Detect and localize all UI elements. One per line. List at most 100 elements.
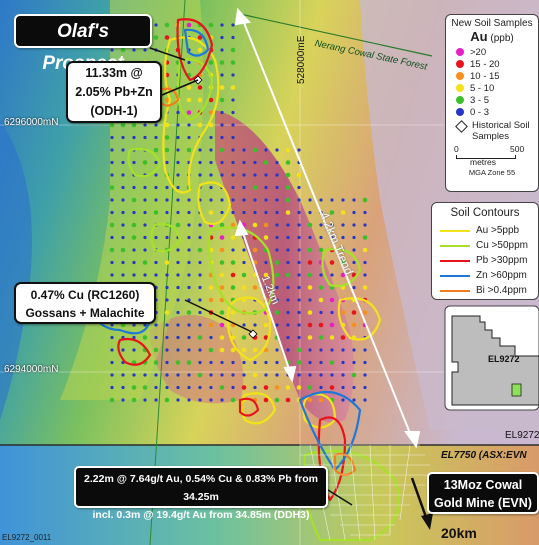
soil-sample-point	[242, 160, 246, 165]
soil-sample-point	[154, 198, 158, 202]
soil-sample-point	[176, 248, 180, 252]
soil-samples	[109, 22, 368, 403]
soil-sample-point	[109, 222, 115, 228]
soil-sample-point	[197, 247, 203, 253]
soil-sample-point	[132, 335, 136, 340]
odh1-line3: (ODH-1)	[90, 104, 138, 118]
soil-sample-point	[363, 360, 367, 365]
soil-sample-point	[252, 222, 258, 228]
contour-line-icon	[440, 229, 470, 232]
soil-sample-point	[286, 223, 290, 227]
soil-sample-point	[352, 398, 356, 402]
soil-sample-point	[318, 247, 324, 253]
soil-sample-point	[209, 335, 213, 340]
odh1-line2: 2.05% Pb+Zn	[75, 85, 153, 99]
soil-sample-point	[286, 235, 290, 240]
soil-sample-point	[340, 310, 346, 315]
soil-sample-point	[319, 223, 323, 227]
soil-sample-point	[198, 398, 202, 402]
soil-sample-point	[219, 147, 225, 153]
rc1260-line2: Gossans + Malachite	[25, 306, 145, 320]
au-contour	[226, 296, 272, 362]
soil-sample-point	[197, 97, 203, 103]
soil-sample-point	[176, 210, 180, 215]
soil-sample-point	[198, 323, 202, 327]
soil-sample-point	[219, 335, 225, 340]
soil-sample-point	[264, 173, 268, 177]
soil-sample-point	[176, 160, 180, 165]
soil-sample-point	[231, 248, 235, 252]
soil-sample-point	[230, 347, 236, 353]
ddh3-leader	[327, 489, 353, 506]
soil-sample-point	[165, 198, 169, 202]
soil-sample-point	[275, 210, 279, 215]
soil-sample-point	[219, 85, 225, 90]
soil-sample-point	[132, 135, 136, 140]
soil-sample-point	[231, 373, 235, 377]
soil-sample-point	[110, 135, 114, 140]
soil-sample-point	[132, 260, 136, 265]
soil-sample-point	[252, 372, 258, 378]
soil-sample-point	[329, 210, 335, 215]
soil-sample-point	[132, 48, 136, 52]
contour-legend-label: Cu >50ppm	[476, 240, 528, 251]
soil-sample-point	[351, 372, 357, 378]
soil-sample-point	[307, 310, 313, 315]
soil-sample-point	[252, 147, 258, 153]
soil-legend-label: 5 - 10	[470, 82, 495, 94]
soil-sample-point	[121, 210, 125, 215]
soil-sample-point	[220, 35, 224, 40]
soil-sample-point	[165, 185, 169, 190]
soil-sample-point	[198, 148, 202, 152]
soil-sample-point	[264, 285, 268, 290]
soil-sample-point	[253, 198, 257, 202]
soil-sample-point	[165, 323, 169, 327]
soil-sample-point	[186, 147, 192, 153]
el7750-label: EL7750 (ASX:EVN	[441, 450, 527, 461]
soil-sample-point	[219, 97, 225, 103]
soil-sample-point	[275, 185, 279, 190]
soil-sample-point	[208, 322, 214, 328]
soil-sample-point	[143, 123, 147, 127]
soil-sample-point	[143, 198, 147, 202]
soil-sample-point	[175, 222, 181, 228]
soil-sample-point	[164, 147, 170, 153]
soil-legend-subtitle: Au (ppb)	[446, 29, 538, 44]
ddh3-line1: 2.22m @ 7.64g/t Au, 0.54% Cu & 0.83% Pb …	[84, 473, 318, 503]
soil-legend-item: 15 - 20	[446, 58, 538, 70]
soil-sample-point	[143, 185, 147, 190]
soil-sample-point	[307, 222, 313, 228]
soil-sample-point	[253, 360, 257, 365]
soil-sample-point	[220, 110, 224, 115]
soil-sample-point	[274, 397, 280, 403]
soil-sample-point	[208, 210, 214, 215]
soil-sample-point	[209, 385, 213, 390]
soil-sample-point	[275, 198, 279, 202]
soil-sample-point	[341, 373, 345, 377]
soil-sample-point	[286, 298, 290, 302]
soil-sample-point	[241, 272, 247, 278]
soil-sample-point	[219, 247, 225, 253]
soil-sample-point	[165, 335, 169, 340]
soil-sample-point	[208, 285, 214, 290]
soil-sample-point	[187, 323, 191, 327]
soil-sample-point	[275, 248, 279, 252]
soil-sample-point	[154, 235, 158, 240]
soil-legend-item: 5 - 10	[446, 82, 538, 94]
soil-legend-label: >20	[470, 46, 487, 58]
soil-sample-point	[142, 385, 148, 390]
cowal-line2: Gold Mine (EVN)	[434, 496, 532, 510]
soil-sample-point	[219, 222, 225, 228]
soil-sample-point	[208, 297, 214, 303]
contour-legend-item: Zn >60ppm	[432, 268, 538, 283]
soil-sample-point	[297, 223, 301, 227]
sample-dot-icon	[456, 108, 464, 116]
soil-sample-point	[308, 210, 312, 215]
scale-unit: metres	[470, 157, 496, 167]
rc1260-callout: 0.47% Cu (RC1260) Gossans + Malachite	[14, 282, 156, 324]
soil-sample-point	[253, 385, 257, 390]
soil-sample-point	[230, 222, 236, 228]
soil-sample-point	[329, 260, 335, 265]
soil-sample-point	[308, 298, 312, 302]
